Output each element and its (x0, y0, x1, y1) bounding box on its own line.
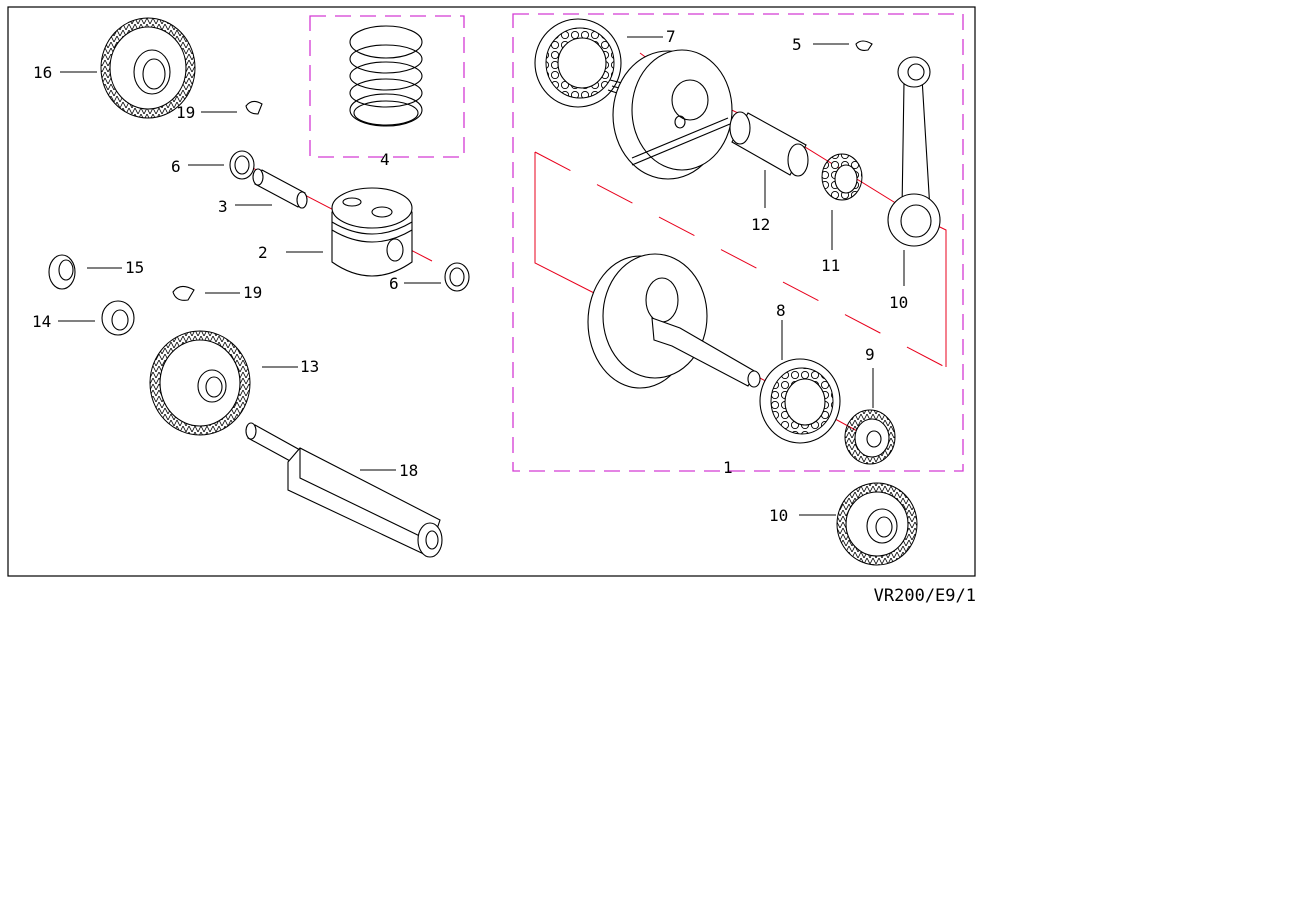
piston-pin-3 (252, 168, 308, 209)
callout-4: 4 (380, 150, 390, 169)
callout-12: 11 (821, 256, 840, 275)
callout-labels: 16 19 4 6 3 2 6 15 19 14 13 18 7 5 12 11… (32, 27, 908, 525)
piston-ring-group-box (309, 15, 465, 158)
connecting-rod-11 (887, 56, 941, 247)
bearing-7 (534, 18, 622, 108)
woodruff-key-19-mid (172, 285, 195, 301)
gear-14 (149, 330, 251, 436)
callout-3: 3 (218, 197, 228, 216)
callout-13: 12 (751, 215, 770, 234)
callout-1: 1 (723, 458, 733, 477)
crank-web-lower (587, 253, 761, 389)
nut-16 (48, 254, 76, 290)
callout-6-bottom: 6 (389, 274, 399, 293)
crank-pin-13 (729, 111, 809, 177)
callout-16: 15 (125, 258, 144, 277)
callout-9: 9 (865, 345, 875, 364)
callout-2: 2 (258, 243, 268, 262)
callout-18: 18 (399, 461, 418, 480)
shaft-18 (245, 422, 443, 558)
gear-9 (844, 409, 896, 465)
callout-19-top: 19 (176, 103, 195, 122)
callout-8: 8 (776, 301, 786, 320)
leader-lines (58, 36, 905, 516)
crank-web-upper (607, 49, 733, 180)
gear-17 (100, 17, 196, 119)
callout-19-mid: 19 (243, 283, 262, 302)
woodruff-key-5 (855, 40, 873, 51)
callout-10: 10 (769, 506, 788, 525)
callout-14: 13 (300, 357, 319, 376)
circlip-6-bottom (444, 262, 470, 292)
piston-rings-4 (349, 25, 423, 127)
bearing-8 (759, 358, 841, 444)
callout-6-top: 6 (171, 157, 181, 176)
callout-11: 10 (889, 293, 908, 312)
callout-17: 16 (33, 63, 52, 82)
callout-7: 7 (666, 27, 676, 46)
needle-bearing-12 (821, 153, 863, 201)
gear-10 (836, 482, 918, 566)
diagram-frame (7, 6, 976, 577)
piston-2 (331, 187, 413, 277)
circlip-6-top (229, 150, 255, 180)
washer-15 (101, 300, 135, 336)
crankshaft-group-box (512, 13, 964, 472)
woodruff-key-19-top (245, 100, 263, 115)
drawing-code: VR200/E9/1 (873, 586, 976, 606)
callout-5: 5 (792, 35, 802, 54)
callout-15: 14 (32, 312, 51, 331)
